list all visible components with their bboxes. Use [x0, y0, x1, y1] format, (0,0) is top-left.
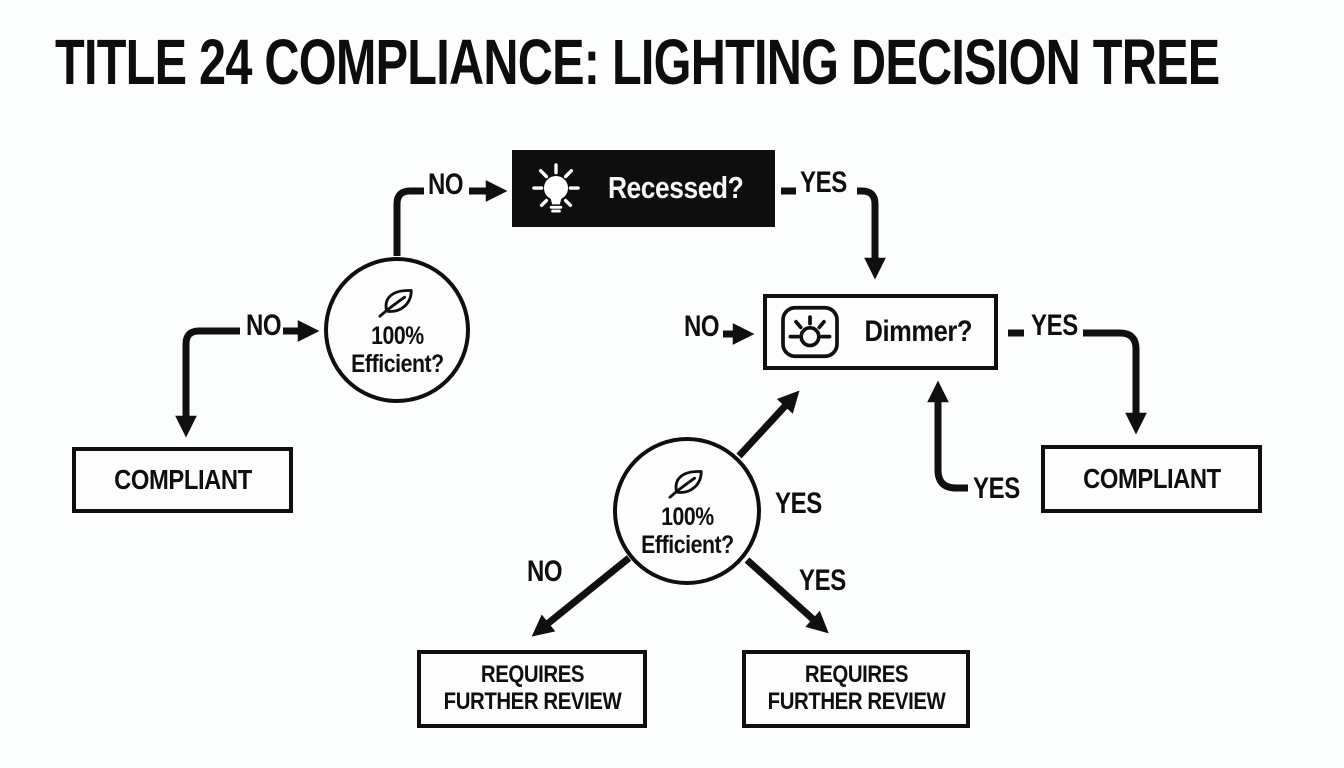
- edge-label-yes-to-requires-right: YES: [799, 564, 846, 597]
- edge-label-no-to-requires-left: NO: [527, 555, 563, 588]
- dimmer-icon: [780, 305, 839, 359]
- edge-yes-recessed-to-dimmer: [857, 187, 886, 280]
- node-compliant-right: COMPLIANT: [1041, 445, 1262, 513]
- edge-no-elbow-to-compliant-left: [175, 327, 240, 438]
- node-recessed-question: Recessed?: [512, 150, 775, 227]
- node-label: REQUIRES FURTHER REVIEW: [767, 661, 945, 715]
- node-requires-further-review-right: REQUIRES FURTHER REVIEW: [742, 650, 970, 728]
- node-efficient-question-top: 100% Efficient?: [324, 257, 470, 403]
- node-efficient-question-bottom: 100% Efficient?: [613, 437, 761, 585]
- leaf-icon: [378, 288, 413, 318]
- node-label: Dimmer?: [864, 315, 972, 349]
- edge-yes-up-into-dimmer: [927, 380, 968, 492]
- node-label: Recessed?: [608, 170, 744, 206]
- node-requires-further-review-left: REQUIRES FURTHER REVIEW: [417, 650, 647, 728]
- edge-label-no-to-efficient-top: NO: [246, 309, 282, 342]
- edge-yes-diag-efficientbottom-to-dimmer: [736, 390, 800, 459]
- page-title: TITLE 24 COMPLIANCE: LIGHTING DECISION T…: [55, 26, 1220, 98]
- edge-label-no-to-recessed: NO: [428, 168, 464, 201]
- node-label: COMPLIANT: [1082, 463, 1221, 495]
- edge-efficienttop-to-recessed-line: [393, 187, 424, 256]
- edge-label-no-to-dimmer: NO: [684, 310, 720, 343]
- edge-label-yes-from-recessed: YES: [800, 166, 847, 199]
- edge-label-yes-up-to-dimmer: YES: [973, 472, 1020, 505]
- edge-label-yes-from-dimmer: YES: [1031, 309, 1078, 342]
- node-dimmer-question: Dimmer?: [763, 294, 998, 370]
- node-compliant-left: COMPLIANT: [72, 447, 293, 513]
- edge-yes-dimmer-to-compliant-right: [1083, 329, 1147, 435]
- leaf-icon: [668, 469, 703, 499]
- lightbulb-icon: [532, 162, 581, 213]
- node-label: REQUIRES FURTHER REVIEW: [443, 661, 621, 715]
- edge-label-yes-diag-to-dimmer: YES: [775, 487, 822, 520]
- node-label: 100% Efficient?: [350, 321, 444, 378]
- node-label: 100% Efficient?: [640, 502, 734, 559]
- node-label: COMPLIANT: [113, 464, 252, 496]
